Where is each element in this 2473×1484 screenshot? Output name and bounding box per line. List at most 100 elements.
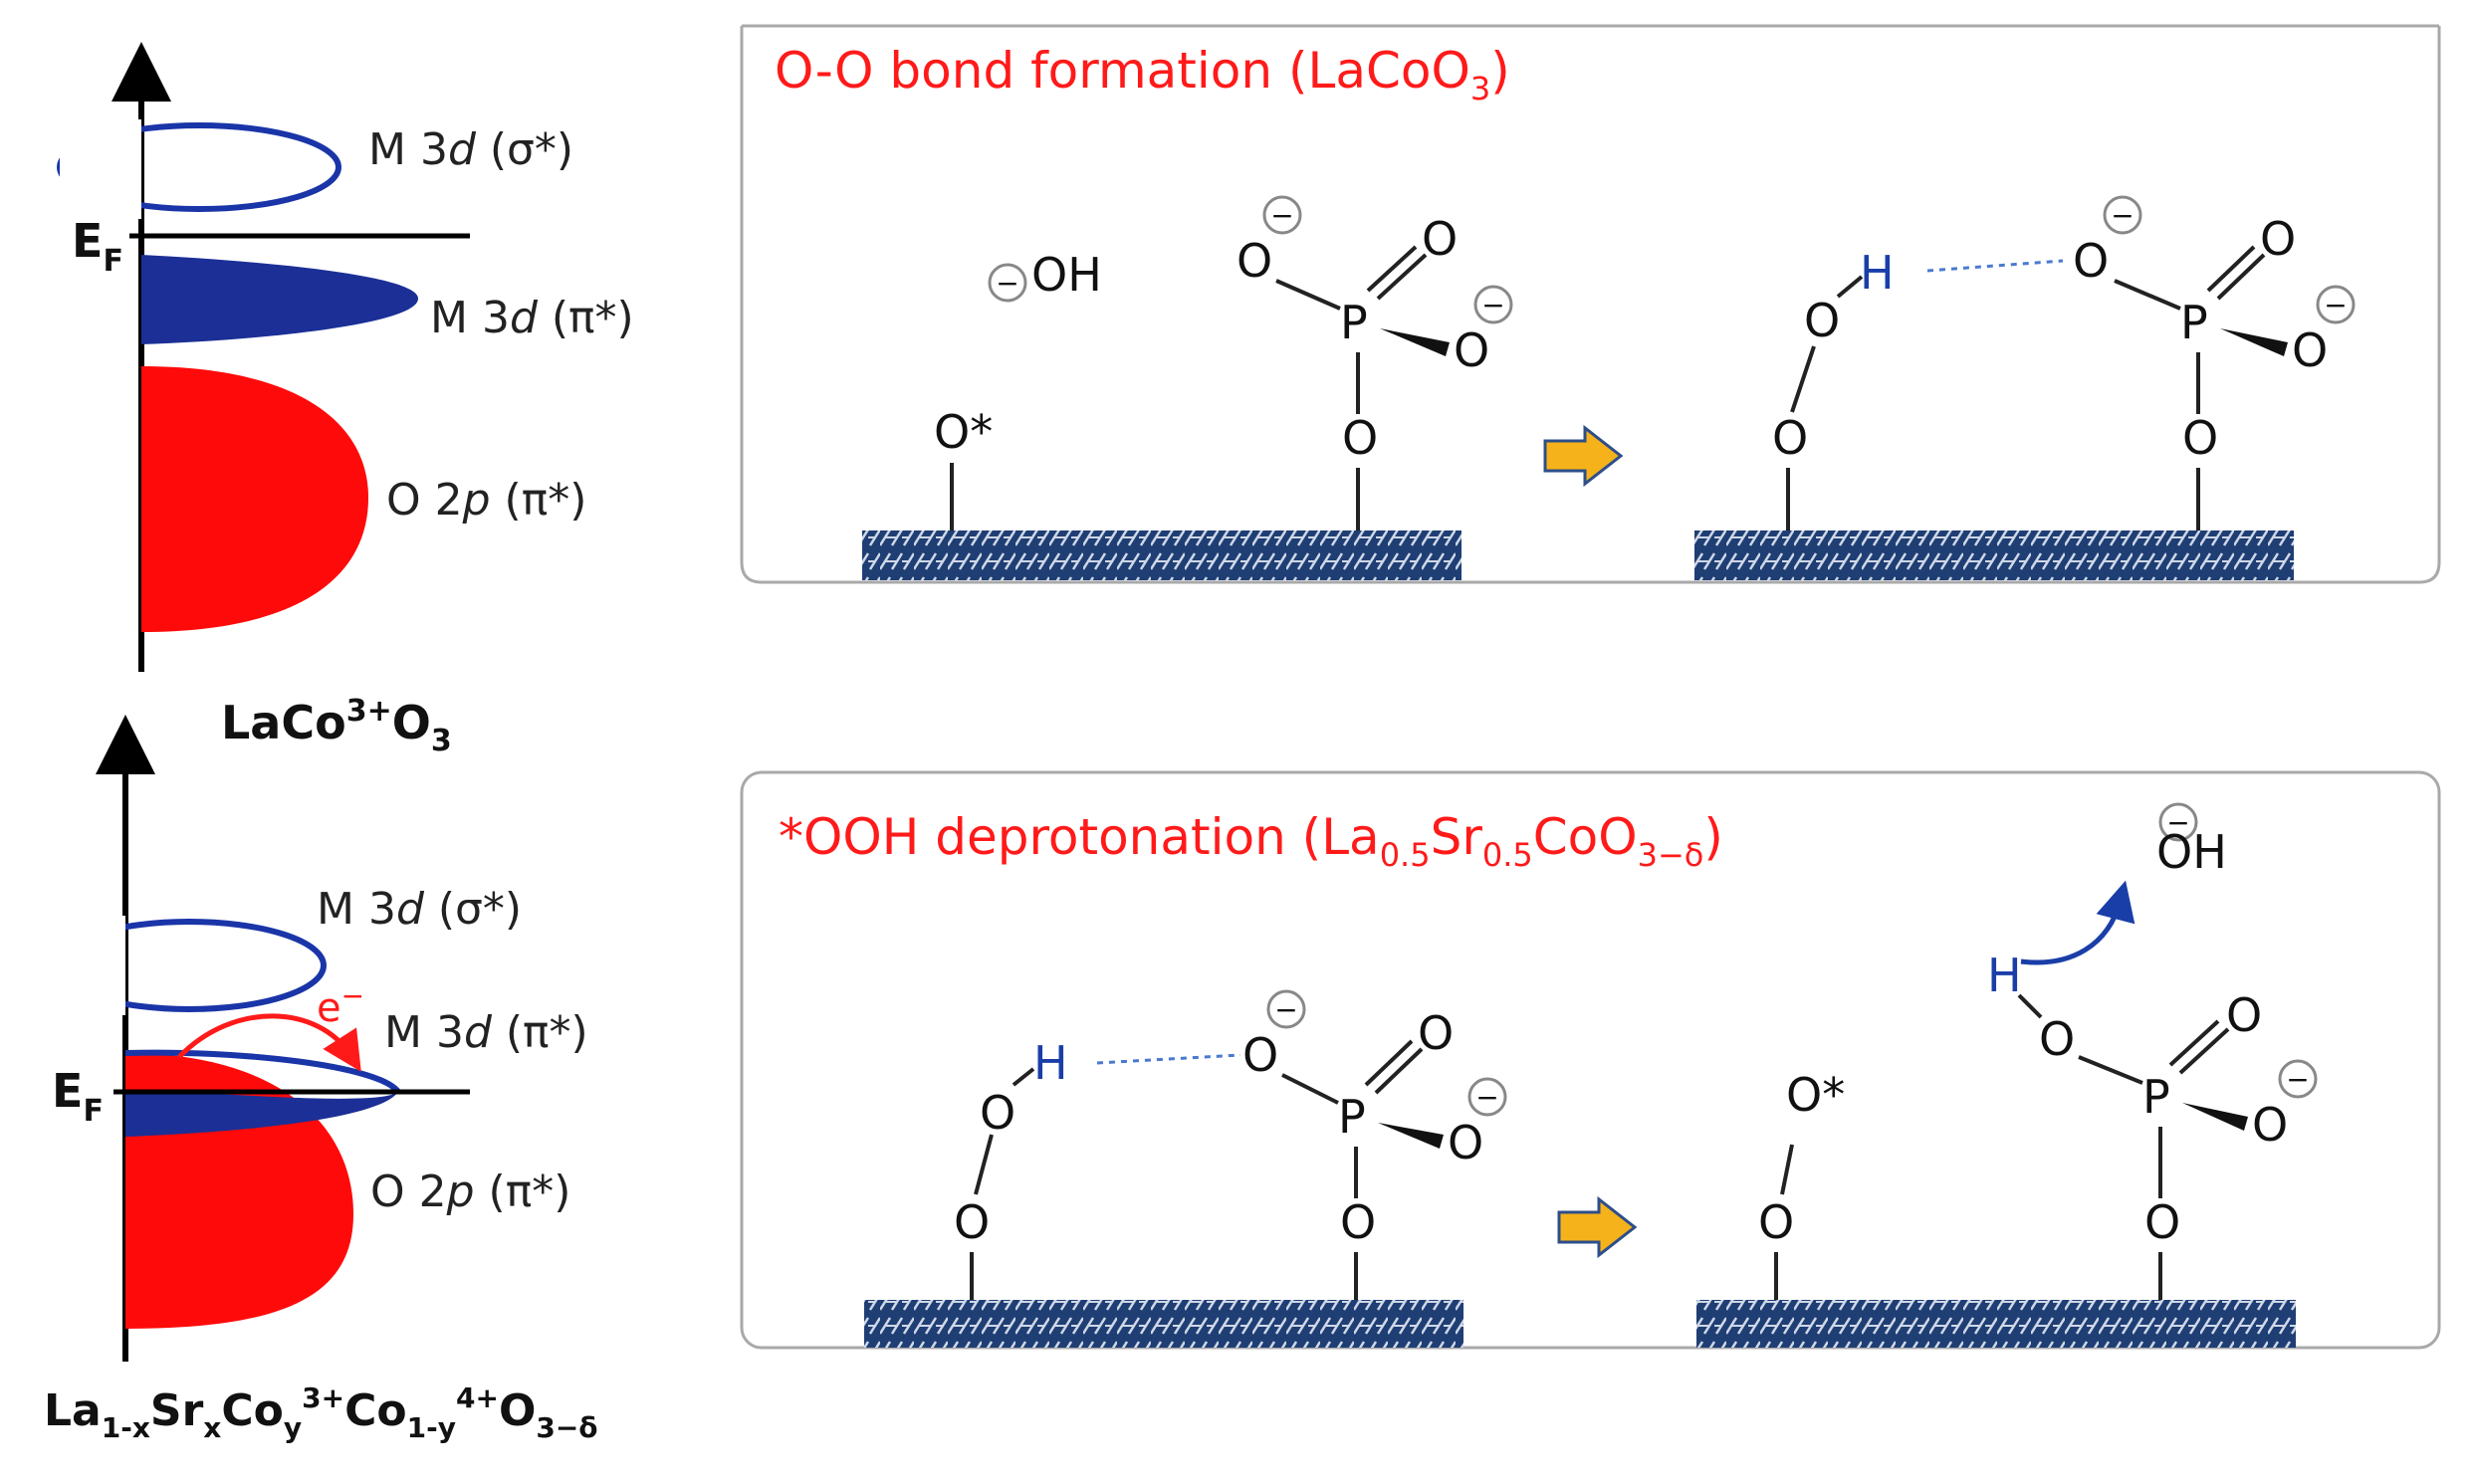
sigma-band-bottom-clip	[50, 916, 125, 1015]
charge-icon	[1266, 989, 1306, 1029]
charge-sign: −	[1270, 199, 1293, 232]
o2p-band-top	[141, 366, 368, 632]
atom-o: O	[1772, 411, 1808, 465]
atom-o: O	[1758, 1195, 1794, 1249]
charge-sign: −	[2324, 289, 2347, 321]
atom-o: O	[2226, 988, 2262, 1042]
fermi-label-top: EF	[72, 214, 123, 279]
o2p-label-bottom: O 2p (π*)	[370, 1166, 570, 1217]
charge-icon	[1262, 195, 1302, 235]
atom-o: O	[2144, 1195, 2180, 1249]
phosphate-group-bottom-right: O O P O − O	[2039, 988, 2318, 1300]
caption-top: LaCo3+O3	[221, 694, 452, 758]
bond-line	[1790, 345, 1816, 413]
pi-label-bottom: M 3d (π*)	[384, 1007, 588, 1058]
bond-line	[2168, 1019, 2220, 1067]
bond-line	[1281, 1073, 1339, 1105]
bond-line	[1780, 1144, 1794, 1195]
bond-line	[1376, 253, 1428, 301]
hydroxide-label: OH	[1031, 248, 1102, 302]
atom-o: O	[2073, 234, 2109, 288]
catalyst-surface-top-left	[862, 530, 1461, 580]
sigma-label-bottom: M 3d (σ*)	[317, 884, 522, 935]
atom-o: O	[1340, 1195, 1376, 1249]
mechanism-panel-bottom: *OOH deprotonation (La0.5Sr0.5CoO3−δ) − …	[740, 770, 2441, 1350]
phosphate-group-bottom-left: O − O P O − O	[1242, 989, 1507, 1300]
pi-band-bottom-outline	[124, 1049, 401, 1095]
bond-line	[1366, 245, 1418, 293]
sigma-label-top: M 3d (σ*)	[368, 124, 573, 175]
atom-o: O	[1236, 234, 1272, 288]
atom-p: P	[2180, 296, 2208, 349]
pi-band-top	[141, 255, 418, 344]
charge-sign: −	[996, 267, 1018, 300]
hydrogen-bond	[1096, 1053, 1241, 1065]
wedge-bond	[2182, 1103, 2248, 1131]
atom-o: O	[1418, 1006, 1454, 1060]
atom-o: O	[980, 1086, 1015, 1140]
catalyst-surface-top-right	[1694, 530, 2294, 580]
electron-transfer-arrow	[177, 1013, 361, 1072]
bond-line	[2178, 1027, 2230, 1075]
charge-sign: −	[2111, 199, 2134, 232]
atom-h: H	[1033, 1036, 1068, 1090]
wedge-bond	[1380, 328, 1450, 356]
adsorbed-oxygen-label: O*	[1786, 1068, 1845, 1122]
bond-line	[1275, 279, 1341, 311]
hydrogen-bond	[1926, 259, 2064, 273]
pi-band-bottom	[125, 1090, 398, 1137]
bond-line	[974, 1134, 994, 1195]
band-diagram-bottom: EF M 3d (σ*) e− M 3d (π*) O 2p (π*) La1-…	[44, 715, 598, 1444]
atom-o: O	[2182, 411, 2218, 465]
adsorbed-oxygen-label: O*	[934, 405, 993, 459]
charge-sign: −	[2166, 806, 2189, 839]
atom-o: O	[954, 1195, 990, 1249]
wedge-bond	[2220, 328, 2288, 356]
panel-bottom-title: *OOH deprotonation (La0.5Sr0.5CoO3−δ)	[779, 808, 1723, 874]
atom-p: P	[1340, 296, 1368, 349]
bond-line	[2078, 1055, 2143, 1085]
atom-o: O	[2292, 323, 2328, 377]
charge-icon	[1467, 1077, 1507, 1117]
atom-o: O	[2039, 1012, 2075, 1066]
atom-o: O	[1422, 212, 1458, 266]
charge-sign: −	[1481, 289, 1504, 321]
caption-bottom: La1-xSrxCoy3+Co1-y4+O3−δ	[44, 1381, 598, 1444]
panel-top-border	[740, 26, 2441, 584]
charge-sign: −	[1475, 1081, 1498, 1114]
atom-o: O	[1804, 294, 1840, 347]
reaction-arrow-top	[1543, 424, 1624, 488]
charge-icon	[2158, 802, 2198, 842]
atom-o: O	[1242, 1028, 1278, 1082]
released-hydroxide-label: OH	[2156, 825, 2227, 879]
atom-o: O	[2260, 212, 2296, 266]
pi-label-top: M 3d (π*)	[430, 293, 634, 343]
o2p-label-top: O 2p (π*)	[386, 475, 586, 526]
wedge-bond	[1378, 1123, 1444, 1149]
phosphate-group-top-right: O − O P O − O	[2073, 195, 2356, 530]
sigma-band-top-clip	[60, 119, 141, 219]
catalyst-surface-bottom-left	[864, 1300, 1463, 1348]
bond-line	[2206, 245, 2256, 293]
charge-icon	[2278, 1059, 2318, 1099]
atom-o: O	[1342, 411, 1378, 465]
bond-line	[1012, 1067, 1035, 1087]
atom-p: P	[2142, 1070, 2170, 1124]
atom-o: O	[2252, 1098, 2288, 1152]
atom-o: O	[1448, 1116, 1483, 1169]
panel-top-title: O-O bond formation (LaCoO3)	[775, 42, 1510, 107]
catalyst-surface-bottom-right	[1696, 1300, 2296, 1348]
phosphate-group-top-left: O − O P O − O	[1236, 195, 1513, 530]
atom-h: H	[1987, 949, 2022, 1002]
charge-icon	[2103, 195, 2142, 235]
charge-icon	[1473, 285, 1513, 324]
proton-release-arrow	[2020, 880, 2136, 965]
bond-line	[2114, 279, 2181, 311]
charge-sign: −	[2286, 1063, 2309, 1096]
atom-o: O	[1454, 323, 1489, 377]
atom-p: P	[1338, 1090, 1366, 1144]
fermi-label-bottom: EF	[52, 1064, 104, 1129]
bond-line	[1836, 275, 1864, 299]
reaction-arrow-bottom	[1557, 1195, 1638, 1259]
